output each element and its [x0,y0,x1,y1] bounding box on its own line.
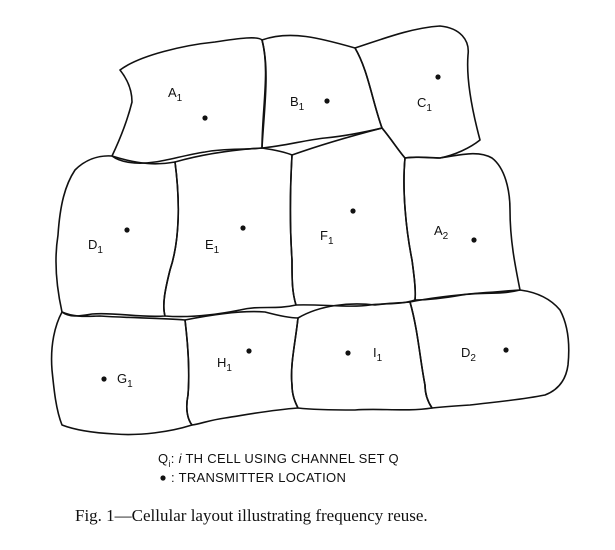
legend-separator: : [171,451,179,466]
cell-boundary-e1 [163,147,297,318]
cell-letter: A [168,85,177,100]
cell-letter: H [217,355,226,370]
transmitters [101,74,509,382]
transmitter-dot-e1 [240,225,246,231]
cell-label-a2: A2 [434,223,449,242]
cell-label-f1: F1 [320,228,334,247]
legend-transmitter-dot [160,475,166,481]
cell-boundary-i1 [290,301,433,411]
transmitter-dot-a1 [202,115,208,121]
cell-subscript: 2 [470,353,476,364]
cell-letter: B [290,94,299,109]
transmitter-dot-h1 [246,348,252,354]
cell-letter: G [117,371,127,386]
cell-subscript: 1 [127,379,133,390]
legend-channel-text: TH CELL USING CHANNEL SET Q [182,451,399,466]
cell-subscript: 1 [328,236,334,247]
cell-boundary-b1 [261,34,383,149]
cell-subscript: 1 [97,245,103,256]
legend-symbol: Q [158,451,168,466]
transmitter-dot-a2 [471,237,477,243]
transmitter-dot-d1 [124,227,130,233]
legend: Qi: i TH CELL USING CHANNEL SET Q : TRAN… [158,451,399,485]
cell-letter: I [373,345,377,360]
cell-boundary-f1 [289,127,417,307]
transmitter-dot-d2 [503,347,509,353]
legend-italic-i: i [179,451,183,466]
transmitter-dot-f1 [350,208,356,214]
figure-caption: Fig. 1—Cellular layout illustrating freq… [75,506,428,525]
cell-label-h1: H1 [217,355,232,374]
legend-line-channel-set: Qi: i TH CELL USING CHANNEL SET Q [158,451,399,469]
cell-letter: A [434,223,443,238]
cell-subscript: 1 [426,103,432,114]
cell-subscript: 1 [226,363,232,374]
cell-boundary-c1 [354,25,481,159]
cell-boundary-a1 [111,37,267,164]
cell-boundary-h1 [184,310,299,426]
cell-label-a1: A1 [168,85,183,104]
cell-letter: C [417,95,426,110]
cell-label-b1: B1 [290,94,305,113]
cell-subscript: 1 [377,353,383,364]
cell-letter: D [461,345,470,360]
cell-label-i1: I1 [373,345,383,364]
cell-boundaries [50,25,570,436]
cell-label-d1: D1 [88,237,103,256]
cell-subscript: 1 [177,93,183,104]
cell-boundary-d1 [55,155,180,318]
cell-boundary-a2 [403,152,521,301]
transmitter-dot-g1 [101,376,107,382]
cell-letter: F [320,228,328,243]
transmitter-dot-i1 [345,350,351,356]
cell-label-e1: E1 [205,237,220,256]
legend-line-transmitter: : TRANSMITTER LOCATION [171,470,346,485]
legend-symbol-subscript: i [168,459,170,469]
transmitter-dot-b1 [324,98,330,104]
cell-letter: E [205,237,214,252]
cell-subscript: 1 [214,245,220,256]
cell-subscript: 1 [299,102,305,113]
cell-letter: D [88,237,97,252]
cell-label-c1: C1 [417,95,432,114]
cell-subscript: 2 [443,231,449,242]
cell-boundary-d2 [409,289,570,409]
cell-label-g1: G1 [117,371,133,390]
cell-labels: A1 B1 C1 D1 E1 F1 A2 G1 H1 I1 D2 [88,85,476,390]
transmitter-dot-c1 [435,74,441,80]
cell-label-d2: D2 [461,345,476,364]
